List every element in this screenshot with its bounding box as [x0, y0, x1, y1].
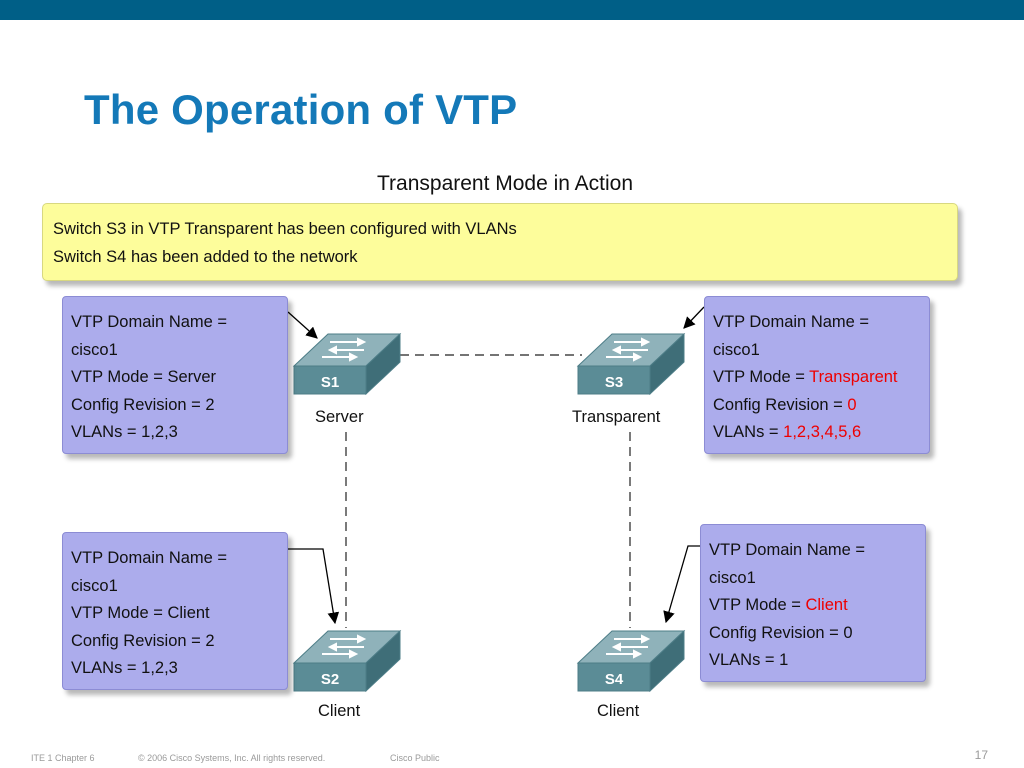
banner-line-1: Switch S3 in VTP Transparent has been co…: [53, 220, 517, 238]
s4-info-box: VTP Domain Name = cisco1 VTP Mode = Clie…: [700, 524, 926, 682]
s4-mode-value: Client: [805, 596, 848, 614]
s1-vlans: VLANs = 1,2,3: [71, 423, 178, 441]
switch-s1-label: S1: [321, 374, 339, 391]
s4-domain-label: VTP Domain Name =: [709, 541, 866, 559]
info-banner: Switch S3 in VTP Transparent has been co…: [42, 203, 958, 281]
arrow-s4: [663, 545, 700, 624]
switch-s3-icon[interactable]: S3: [576, 330, 688, 398]
s3-revision-value: 0: [847, 395, 857, 414]
page-number: 17: [974, 748, 988, 762]
switch-s4-label: S4: [605, 671, 624, 688]
switch-s4-role: Client: [597, 702, 640, 720]
footer-copyright: © 2006 Cisco Systems, Inc. All rights re…: [138, 753, 326, 763]
s3-mode-value: Transparent: [809, 368, 898, 386]
switch-s1-role: Server: [315, 408, 364, 426]
header-bar: [0, 0, 1024, 20]
slide-title: The Operation of VTP: [84, 86, 518, 133]
s3-info-box: VTP Domain Name = cisco1 VTP Mode = Tran…: [704, 296, 930, 454]
s2-domain-label: VTP Domain Name =: [71, 549, 228, 567]
s2-vlans: VLANs = 1,2,3: [71, 659, 178, 677]
s4-mode-label: VTP Mode =: [709, 596, 806, 614]
switch-s3-role: Transparent: [572, 408, 661, 426]
arrow-s1: [287, 311, 318, 339]
switch-s4-icon[interactable]: S4: [576, 627, 688, 695]
s4-domain-value: cisco1: [709, 568, 756, 587]
switch-s3-label: S3: [605, 374, 623, 391]
s2-mode: VTP Mode = Client: [71, 604, 210, 622]
s3-vlans: VLANs = 1,2,3,4,5,6: [713, 419, 921, 447]
s2-info-box: VTP Domain Name = cisco1 VTP Mode = Clie…: [62, 532, 288, 690]
s3-vlans-value: 1,2,3,4,5,6: [783, 423, 862, 441]
switch-s2-icon[interactable]: S2: [292, 627, 404, 695]
s3-mode-label: VTP Mode =: [713, 368, 810, 386]
s3-domain-value: cisco1: [713, 340, 760, 359]
s1-domain-value: cisco1: [71, 340, 118, 359]
s3-vlans-label: VLANs =: [713, 423, 784, 441]
s1-domain-label: VTP Domain Name =: [71, 313, 228, 331]
s2-domain-value: cisco1: [71, 576, 118, 595]
footer-classification: Cisco Public: [390, 753, 440, 763]
s3-mode: VTP Mode = Transparent: [713, 364, 921, 392]
s4-vlans: VLANs = 1: [709, 651, 789, 669]
banner-line-2: Switch S4 has been added to the network: [53, 248, 358, 266]
switch-s2-label: S2: [321, 671, 339, 688]
s3-domain-label: VTP Domain Name =: [713, 313, 870, 331]
s2-revision: Config Revision = 2: [71, 631, 215, 650]
s4-revision: Config Revision = 0: [709, 623, 853, 642]
s3-revision: Config Revision = 0: [713, 392, 921, 420]
switch-s2-role: Client: [318, 702, 361, 720]
diagram-title: Transparent Mode in Action: [376, 172, 634, 195]
s1-info-box: VTP Domain Name = cisco1 VTP Mode = Serv…: [62, 296, 288, 454]
s1-mode: VTP Mode = Server: [71, 368, 217, 386]
switch-s1-icon[interactable]: S1: [292, 330, 404, 398]
s4-mode: VTP Mode = Client: [709, 592, 917, 620]
arrow-s3: [683, 306, 705, 329]
arrow-s2: [288, 548, 340, 625]
s1-revision: Config Revision = 2: [71, 395, 215, 414]
footer-course: ITE 1 Chapter 6: [31, 753, 95, 763]
s3-revision-label: Config Revision =: [713, 395, 848, 414]
